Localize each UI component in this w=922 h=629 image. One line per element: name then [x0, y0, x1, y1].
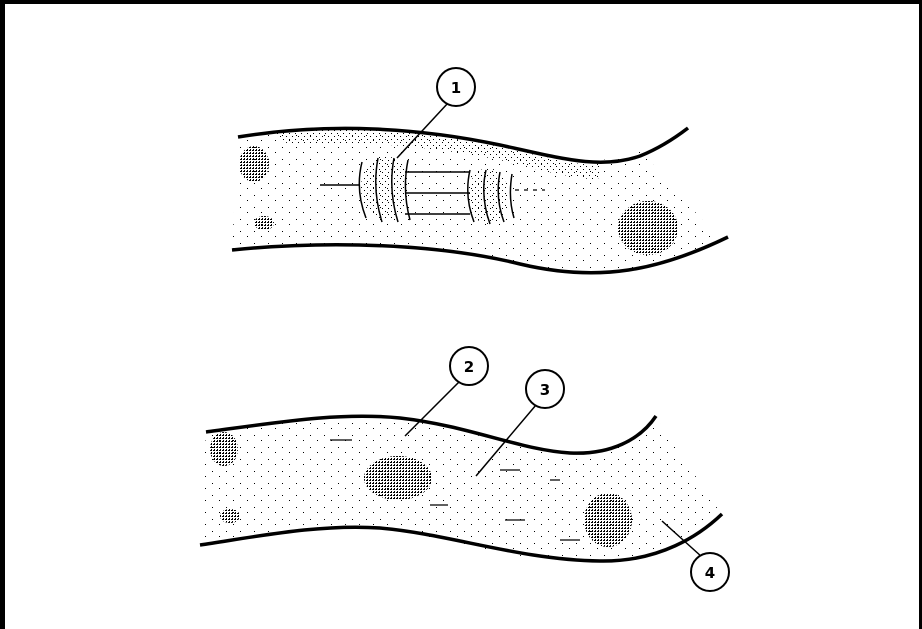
callout-2-label: 2 — [464, 358, 474, 376]
callout-4-label: 4 — [705, 564, 715, 582]
bottom-vessel — [200, 347, 729, 591]
callout-1-label: 1 — [451, 79, 461, 97]
bottom-plaque-right — [584, 493, 632, 547]
plaque-left-upper — [239, 146, 269, 182]
plaque-left-lower — [254, 216, 274, 230]
bottom-plaque-left-upper — [210, 432, 238, 466]
plaque-right — [618, 201, 678, 255]
bottom-plaque-left-lower — [220, 509, 240, 523]
callout-3-label: 3 — [540, 381, 550, 399]
bottom-plaque-center — [364, 456, 432, 500]
top-vessel — [232, 68, 728, 273]
